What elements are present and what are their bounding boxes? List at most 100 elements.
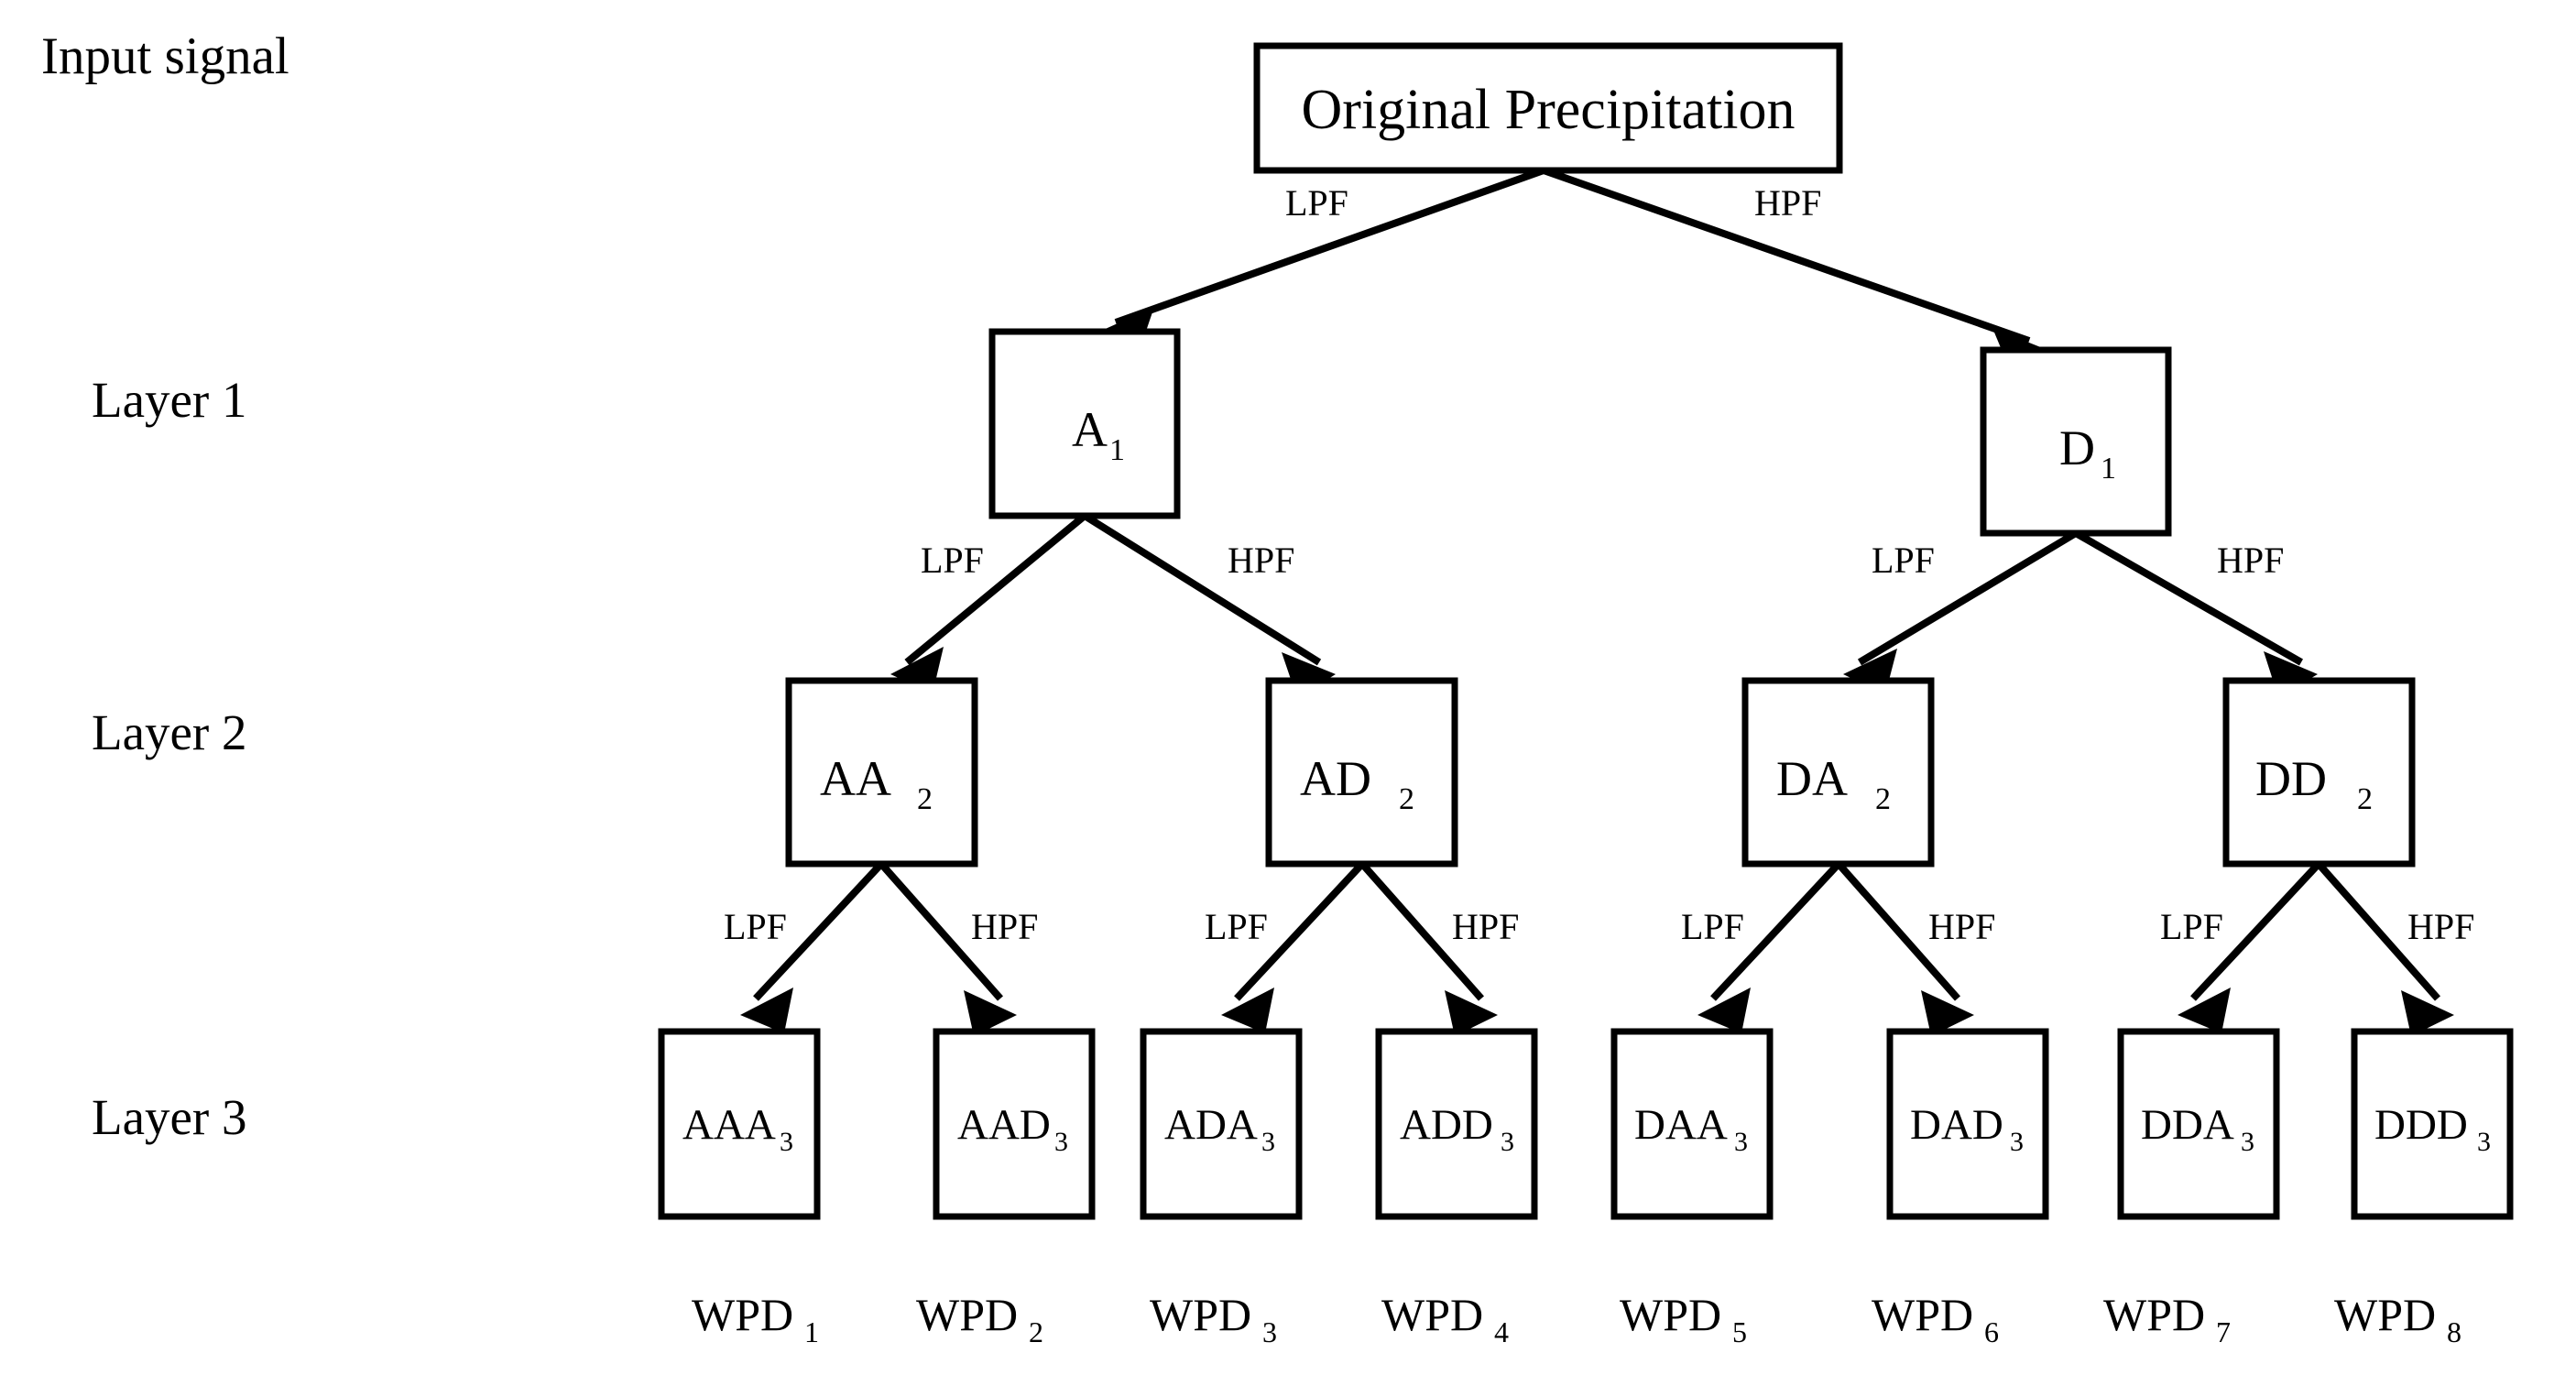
arrow-head-aa2-to-aaa3 (740, 988, 793, 1033)
output-label-wpd6-sub: 6 (1984, 1315, 1999, 1348)
filter-label-dd2-lpf: LPF (2160, 906, 2223, 947)
edges-aa2-to-layer3 (740, 861, 1017, 1036)
node-box-aad3 (933, 1028, 1096, 1220)
node-d1[interactable]: D 1 (1980, 346, 2172, 537)
output-label-wpd7: WPD 7 (2103, 1289, 2231, 1348)
edge-d1-to-da2 (1857, 529, 2079, 666)
node-box-ddd3 (2351, 1028, 2514, 1220)
node-label-dda3: DDA (2141, 1101, 2234, 1149)
node-aa2[interactable]: AA 2 (785, 677, 978, 868)
node-box-add3 (1375, 1028, 1538, 1220)
node-dda3[interactable]: DDA 3 (2117, 1028, 2280, 1220)
node-subscript-aaa3: 3 (780, 1127, 793, 1157)
arrow-head-da2-to-daa3 (1697, 988, 1751, 1033)
output-label-wpd5-base: WPD (1620, 1289, 1721, 1340)
node-label-ddd3: DDD (2374, 1101, 2468, 1149)
filter-label-ad2-lpf: LPF (1205, 906, 1268, 947)
node-daa3[interactable]: DAA 3 (1610, 1028, 1774, 1220)
filter-label-aa2-hpf: HPF (971, 906, 1038, 947)
edge-a1-to-aa2 (904, 512, 1087, 666)
output-label-wpd7-sub: 7 (2216, 1315, 2231, 1348)
node-aad3[interactable]: AAD 3 (933, 1028, 1096, 1220)
node-subscript-dda3: 3 (2241, 1127, 2254, 1157)
filter-label-da2-hpf: HPF (1928, 906, 1995, 947)
edge-ad2-to-add3 (1359, 861, 1484, 1001)
edge-root-to-a1 (1114, 167, 1545, 326)
node-label-dad3: DAD (1910, 1101, 2003, 1149)
filter-label-root-hpf: HPF (1754, 182, 1821, 224)
filter-label-a1-lpf: LPF (921, 540, 984, 581)
edge-root-to-d1 (1542, 167, 2031, 344)
input-signal-label: Input signal (41, 27, 289, 85)
node-subscript-ada3: 3 (1261, 1127, 1275, 1157)
node-aaa3[interactable]: AAA 3 (658, 1028, 821, 1220)
node-label-aad3: AAD (957, 1101, 1051, 1149)
node-subscript-add3: 3 (1501, 1127, 1514, 1157)
node-subscript-daa3: 3 (1734, 1127, 1748, 1157)
node-subscript-ad2: 2 (1399, 782, 1414, 816)
node-label-ada3: ADA (1164, 1101, 1258, 1149)
node-box-aa2 (785, 677, 978, 868)
filter-label-aa2-lpf: LPF (724, 906, 787, 947)
arrow-head-ad2-to-add3 (1445, 990, 1498, 1036)
edge-aa2-to-aaa3 (753, 861, 884, 1001)
output-label-wpd5-sub: 5 (1732, 1315, 1747, 1348)
node-label-d1: D (2059, 420, 2095, 475)
output-label-wpd8: WPD 8 (2334, 1289, 2461, 1348)
output-label-wpd3-sub: 3 (1262, 1315, 1277, 1348)
node-original-precipitation[interactable]: Original Precipitation (1253, 42, 1843, 174)
output-label-wpd2: WPD 2 (916, 1289, 1043, 1348)
filter-label-da2-lpf: LPF (1681, 906, 1744, 947)
output-label-wpd6-base: WPD (1872, 1289, 1973, 1340)
node-label-add3: ADD (1400, 1101, 1493, 1149)
node-label-a1: A (1072, 402, 1108, 457)
node-subscript-aad3: 3 (1054, 1127, 1068, 1157)
edges-ad2-to-layer3 (1221, 861, 1498, 1036)
edge-aa2-to-aad3 (879, 861, 1003, 1001)
output-label-wpd3: WPD 3 (1150, 1289, 1277, 1348)
edges-dd2-to-layer3 (2178, 861, 2454, 1036)
filter-label-dd2-hpf: HPF (2407, 906, 2474, 947)
layer-2-label: Layer 2 (92, 704, 247, 760)
node-box-original-precipitation (1253, 42, 1843, 174)
node-box-dad3 (1886, 1028, 2049, 1220)
layer-1-label: Layer 1 (92, 372, 247, 428)
node-box-d1 (1980, 346, 2172, 537)
node-box-ada3 (1140, 1028, 1303, 1220)
edge-d1-to-dd2 (2074, 529, 2303, 666)
output-label-wpd3-base: WPD (1150, 1289, 1251, 1340)
node-label-dd2: DD (2255, 751, 2327, 806)
node-a1[interactable]: A 1 (988, 328, 1181, 519)
node-subscript-d1: 1 (2101, 452, 2116, 486)
node-subscript-da2: 2 (1875, 782, 1891, 816)
output-label-wpd4-sub: 4 (1494, 1315, 1509, 1348)
node-ada3[interactable]: ADA 3 (1140, 1028, 1303, 1220)
node-subscript-aa2: 2 (917, 782, 933, 816)
node-ad2[interactable]: AD 2 (1265, 677, 1458, 868)
layer-3-label: Layer 3 (92, 1089, 247, 1145)
arrow-head-dd2-to-dda3 (2178, 988, 2231, 1033)
node-label-original-precipitation: Original Precipitation (1302, 79, 1796, 141)
output-label-wpd4-base: WPD (1381, 1289, 1483, 1340)
node-box-aaa3 (658, 1028, 821, 1220)
edge-ad2-to-ada3 (1234, 861, 1365, 1001)
output-label-wpd7-base: WPD (2103, 1289, 2205, 1340)
filter-label-d1-lpf: LPF (1872, 540, 1935, 581)
edge-a1-to-ad2 (1082, 512, 1322, 666)
node-add3[interactable]: ADD 3 (1375, 1028, 1538, 1220)
node-label-da2: DA (1776, 751, 1848, 806)
output-label-wpd4: WPD 4 (1381, 1289, 1509, 1348)
output-label-wpd2-sub: 2 (1029, 1315, 1043, 1348)
node-box-dda3 (2117, 1028, 2280, 1220)
node-label-daa3: DAA (1634, 1101, 1728, 1149)
node-ddd3[interactable]: DDD 3 (2351, 1028, 2514, 1220)
node-dd2[interactable]: DD 2 (2222, 677, 2416, 868)
node-label-aa2: AA (820, 751, 891, 806)
arrow-head-aa2-to-aad3 (964, 990, 1017, 1036)
node-da2[interactable]: DA 2 (1741, 677, 1935, 868)
node-subscript-a1: 1 (1109, 433, 1125, 467)
output-label-wpd1-base: WPD (692, 1289, 793, 1340)
node-dad3[interactable]: DAD 3 (1886, 1028, 2049, 1220)
filter-label-root-lpf: LPF (1285, 182, 1348, 224)
